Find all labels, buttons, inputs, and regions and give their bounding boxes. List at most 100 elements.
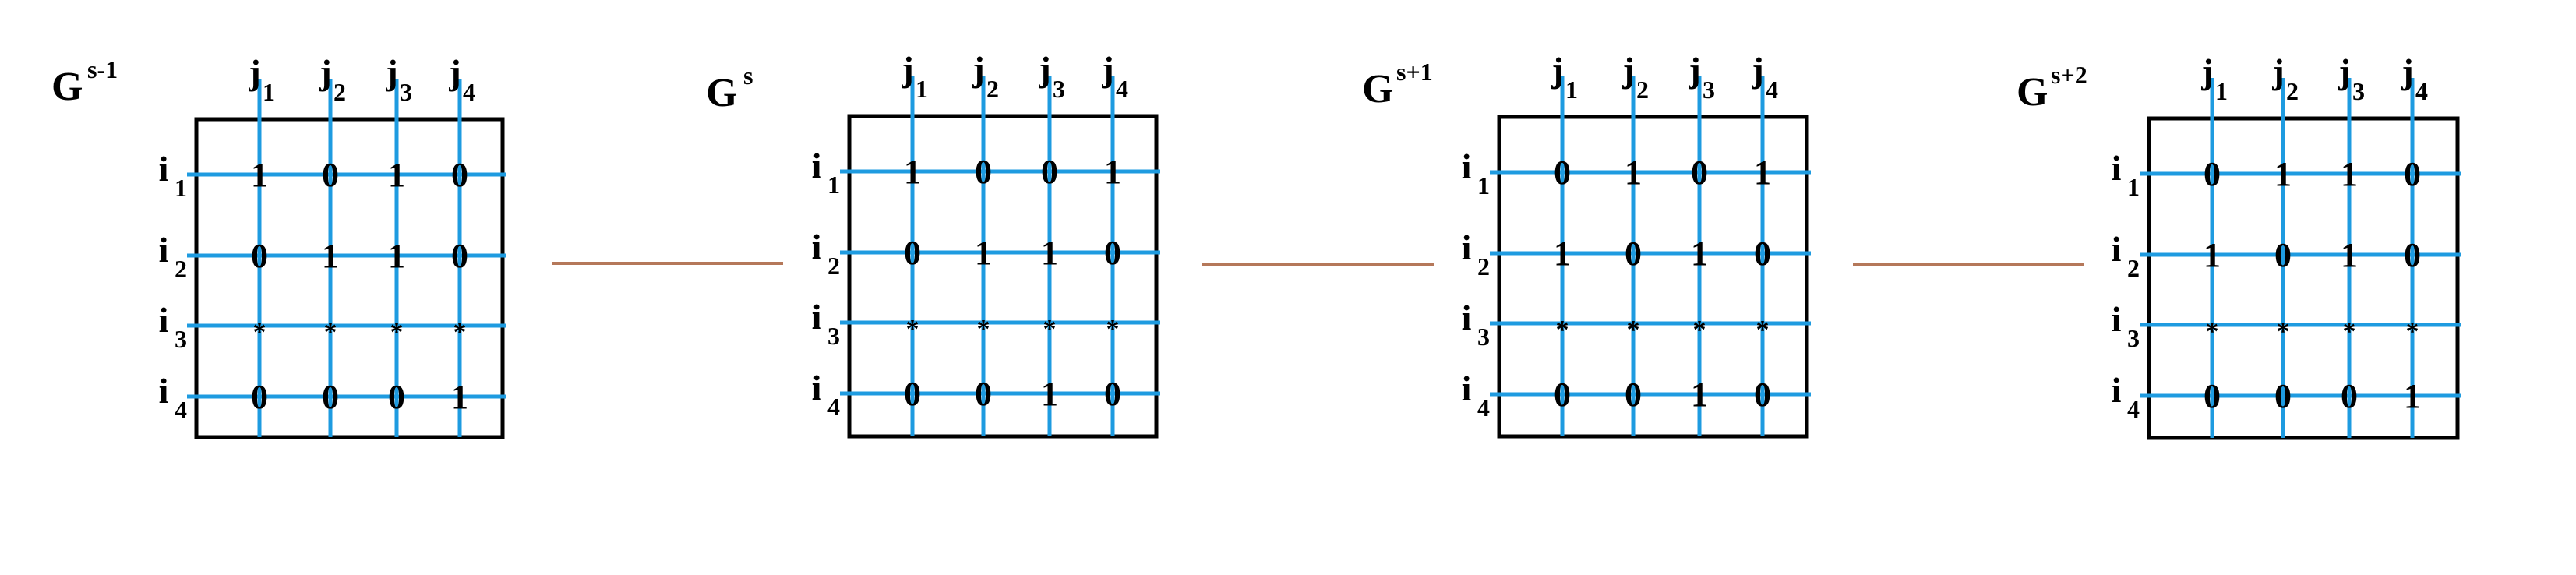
matrix-superscript: s bbox=[743, 62, 753, 90]
column-label-letter: j bbox=[2200, 51, 2213, 91]
cell-wildcard: * bbox=[324, 318, 337, 347]
cell-value: 0 bbox=[2404, 236, 2421, 274]
column-label-letter: j bbox=[448, 52, 461, 92]
cell-value: 1 bbox=[2404, 377, 2421, 415]
row-label-index: 4 bbox=[1477, 393, 1490, 422]
cell-wildcard: * bbox=[1043, 315, 1057, 344]
cell-value: 0 bbox=[1691, 153, 1708, 192]
column-label-index: 2 bbox=[986, 75, 999, 103]
row-label-letter: i bbox=[812, 297, 822, 337]
column-label-index: 2 bbox=[333, 78, 346, 106]
row-label-index: 3 bbox=[175, 325, 187, 353]
column-label-index: 4 bbox=[1766, 76, 1778, 104]
cell-value: 1 bbox=[388, 156, 405, 194]
row-label-letter: i bbox=[1462, 369, 1472, 408]
row-label-index: 1 bbox=[175, 174, 187, 202]
cell-value: 1 bbox=[1691, 235, 1708, 273]
column-label-index: 3 bbox=[1703, 76, 1715, 104]
column-label-letter: j bbox=[1101, 49, 1113, 89]
row-label-letter: i bbox=[812, 368, 822, 407]
cell-value: 0 bbox=[451, 156, 468, 194]
row-label-index: 2 bbox=[2127, 254, 2140, 282]
cell-value: 1 bbox=[1041, 375, 1058, 413]
cell-wildcard: * bbox=[1106, 315, 1120, 344]
column-label-index: 2 bbox=[2286, 77, 2299, 105]
cell-value: 0 bbox=[2341, 377, 2358, 415]
cell-wildcard: * bbox=[1693, 316, 1706, 344]
matrix-superscript: s+2 bbox=[2051, 61, 2087, 89]
cell-value: 1 bbox=[451, 378, 468, 416]
row-label-index: 1 bbox=[827, 171, 840, 199]
row-label-index: 1 bbox=[1477, 171, 1490, 199]
column-label-index: 3 bbox=[400, 78, 412, 106]
cell-value: 1 bbox=[904, 153, 921, 191]
cell-wildcard: * bbox=[2277, 317, 2290, 346]
cell-wildcard: * bbox=[906, 315, 919, 344]
column-label-letter: j bbox=[2401, 51, 2413, 91]
row-label-letter: i bbox=[2112, 370, 2122, 410]
cell-value: 0 bbox=[1041, 153, 1058, 191]
cell-value: 0 bbox=[975, 375, 992, 413]
cell-value: 0 bbox=[2274, 236, 2292, 274]
column-label-letter: j bbox=[2271, 51, 2284, 91]
cell-value: 1 bbox=[1554, 235, 1571, 273]
row-label-index: 4 bbox=[2127, 395, 2140, 423]
cell-wildcard: * bbox=[1556, 316, 1569, 344]
cell-value: 0 bbox=[322, 378, 339, 416]
column-label-letter: j bbox=[1621, 50, 1634, 90]
column-label-letter: j bbox=[248, 52, 260, 92]
row-label-letter: i bbox=[159, 300, 169, 340]
row-label-index: 4 bbox=[827, 393, 840, 421]
row-label-letter: i bbox=[1462, 146, 1472, 186]
matrix-superscript: s+1 bbox=[1396, 58, 1433, 86]
cell-wildcard: * bbox=[2206, 317, 2219, 346]
column-label-letter: j bbox=[2338, 51, 2350, 91]
column-label-letter: j bbox=[901, 49, 913, 89]
column-label-letter: j bbox=[319, 52, 331, 92]
cell-value: 0 bbox=[2404, 155, 2421, 193]
cell-value: 0 bbox=[975, 153, 992, 191]
cell-value: 1 bbox=[1041, 234, 1058, 272]
cell-value: 1 bbox=[1754, 153, 1771, 192]
cell-value: 1 bbox=[1104, 153, 1121, 191]
cell-wildcard: * bbox=[2406, 317, 2419, 346]
row-label-letter: i bbox=[159, 149, 169, 189]
cell-value: 1 bbox=[1625, 153, 1642, 192]
row-label-letter: i bbox=[812, 146, 822, 185]
row-label-index: 1 bbox=[2127, 173, 2140, 201]
matrix-box bbox=[2147, 116, 2460, 440]
cell-value: 0 bbox=[904, 234, 921, 272]
cell-value: 1 bbox=[2341, 155, 2358, 193]
row-label-index: 4 bbox=[175, 396, 187, 424]
cell-value: 1 bbox=[1691, 376, 1708, 414]
column-label-index: 4 bbox=[2415, 77, 2428, 105]
row-label-letter: i bbox=[159, 230, 169, 270]
cell-wildcard: * bbox=[1627, 316, 1640, 344]
cell-value: 1 bbox=[388, 237, 405, 275]
